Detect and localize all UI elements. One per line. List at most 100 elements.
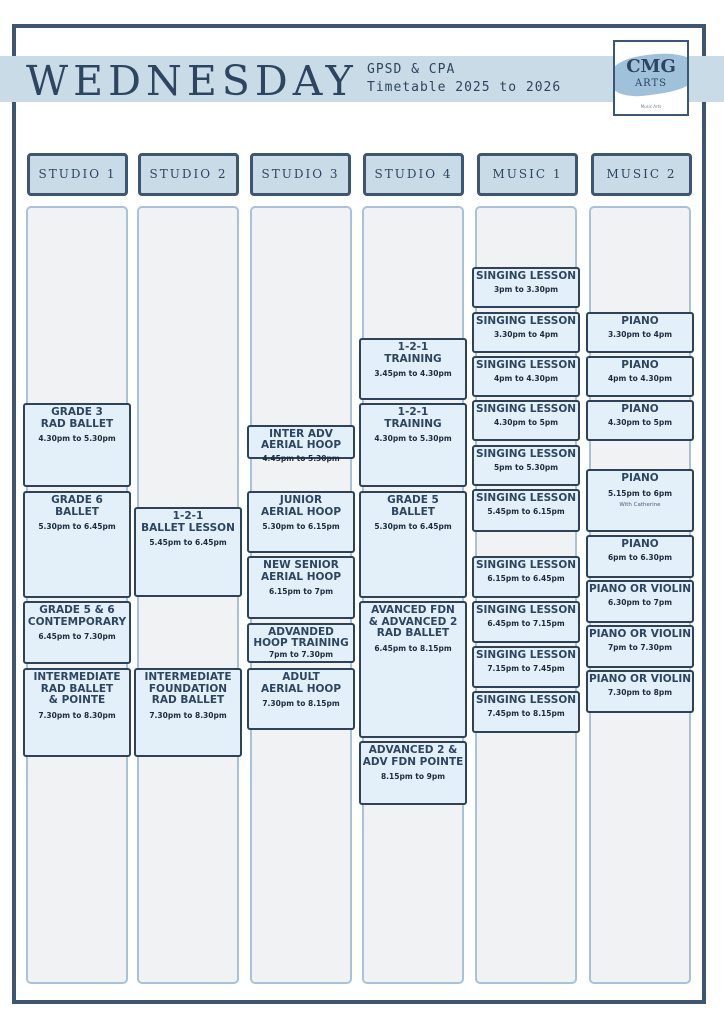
class-title: PIANO OR VIOLIN [588, 673, 692, 685]
class-time: 7.30pm to 8pm [607, 688, 673, 697]
class-time: 4.30pm to 5.30pm [38, 434, 116, 443]
class-time: 6pm to 6.30pm [607, 553, 673, 562]
class-title: PIANO [621, 359, 659, 371]
subtitle-line-2: Timetable 2025 to 2026 [367, 80, 562, 95]
class-block[interactable]: PIANO 4.30pm to 5pm [586, 400, 694, 441]
class-title: SINGING LESSON [475, 315, 577, 327]
class-time: 3pm to 3.30pm [493, 285, 559, 294]
column-header-music-1: MUSIC 1 [477, 153, 578, 196]
class-time: 7.30pm to 8.30pm [38, 710, 116, 720]
cmg-arts-logo: CMG ARTS Music Arts [613, 40, 689, 116]
timetable-subtitle: GPSD & CPA Timetable 2025 to 2026 [367, 61, 561, 97]
class-title: SINGING LESSON [475, 694, 577, 706]
class-block[interactable]: PIANO OR VIOLIN 7.30pm to 8pm [586, 670, 694, 713]
class-time: 7pm to 7.30pm [268, 650, 334, 659]
column-header-studio-4: STUDIO 4 [363, 153, 464, 196]
logo-subtext: ARTS [634, 78, 668, 89]
day-title: WEDNESDAY [26, 57, 358, 105]
class-block[interactable]: SINGING LESSON 4pm to 4.30pm [472, 356, 580, 397]
class-title: SINGING LESSON [475, 649, 577, 661]
column-header-studio-3: STUDIO 3 [250, 153, 351, 196]
class-title: SINGING LESSON [475, 359, 577, 371]
class-title: PIANO [621, 472, 659, 484]
class-title: SINGING LESSON [475, 604, 577, 616]
class-title: PIANO [621, 403, 659, 415]
column-header-music-2: MUSIC 2 [591, 153, 692, 196]
subtitle-line-1: GPSD & CPA [367, 62, 456, 77]
class-time: 6.45pm to 7.15pm [487, 619, 565, 628]
class-time: 7.45pm to 8.15pm [487, 709, 565, 718]
class-time: 5.15pm to 6pm [607, 488, 673, 498]
class-time: 7.15pm to 7.45pm [487, 664, 565, 673]
class-block[interactable]: SINGING LESSON 7.45pm to 8.15pm [472, 691, 580, 733]
class-time: 6.45pm to 8.15pm [374, 643, 452, 653]
class-block[interactable]: PIANO 4pm to 4.30pm [586, 356, 694, 397]
class-note: With Catherine [619, 501, 661, 508]
class-time: 5.30pm to 6.45pm [38, 522, 116, 531]
class-time: 4pm to 4.30pm [607, 374, 673, 383]
header-band [0, 56, 724, 102]
class-block[interactable]: SINGING LESSON 6.45pm to 7.15pm [472, 601, 580, 643]
class-title: SINGING LESSON [475, 403, 577, 415]
class-time: 3.45pm to 4.30pm [374, 369, 452, 378]
class-block[interactable]: PIANO 6pm to 6.30pm [586, 535, 694, 578]
class-time: 7.30pm to 8.15pm [262, 699, 340, 708]
logo-brand: CMG [626, 56, 676, 77]
class-title: SINGING LESSON [475, 559, 577, 571]
class-time: 5.30pm to 6.15pm [262, 522, 340, 531]
class-block[interactable]: SINGING LESSON 3pm to 3.30pm [472, 267, 580, 308]
class-block[interactable]: SINGING LESSON 5pm to 5.30pm [472, 445, 580, 486]
class-time: 5.45pm to 6.45pm [149, 538, 227, 547]
class-title: PIANO [621, 538, 659, 550]
class-title: SINGING LESSON [475, 448, 577, 460]
class-block[interactable]: SINGING LESSON 7.15pm to 7.45pm [472, 646, 580, 688]
class-time: 6.30pm to 7pm [607, 598, 673, 607]
class-time: 4.30pm to 5.30pm [374, 434, 452, 443]
class-block[interactable]: SINGING LESSON 5.45pm to 6.15pm [472, 489, 580, 532]
class-title: ADVANCED 2 &ADV FDN POINTE [362, 744, 464, 768]
class-time: 4.30pm to 5pm [607, 418, 673, 427]
class-title: SINGING LESSON [475, 270, 577, 282]
logo-tagline: Music Arts [640, 104, 662, 109]
class-title: SINGING LESSON [475, 492, 577, 504]
class-time: 5.45pm to 6.15pm [487, 507, 565, 516]
class-time: 7.30pm to 8.30pm [149, 710, 227, 720]
class-time: 7pm to 7.30pm [607, 643, 673, 652]
class-time: 4pm to 4.30pm [493, 374, 559, 383]
class-time: 5pm to 5.30pm [493, 463, 559, 472]
